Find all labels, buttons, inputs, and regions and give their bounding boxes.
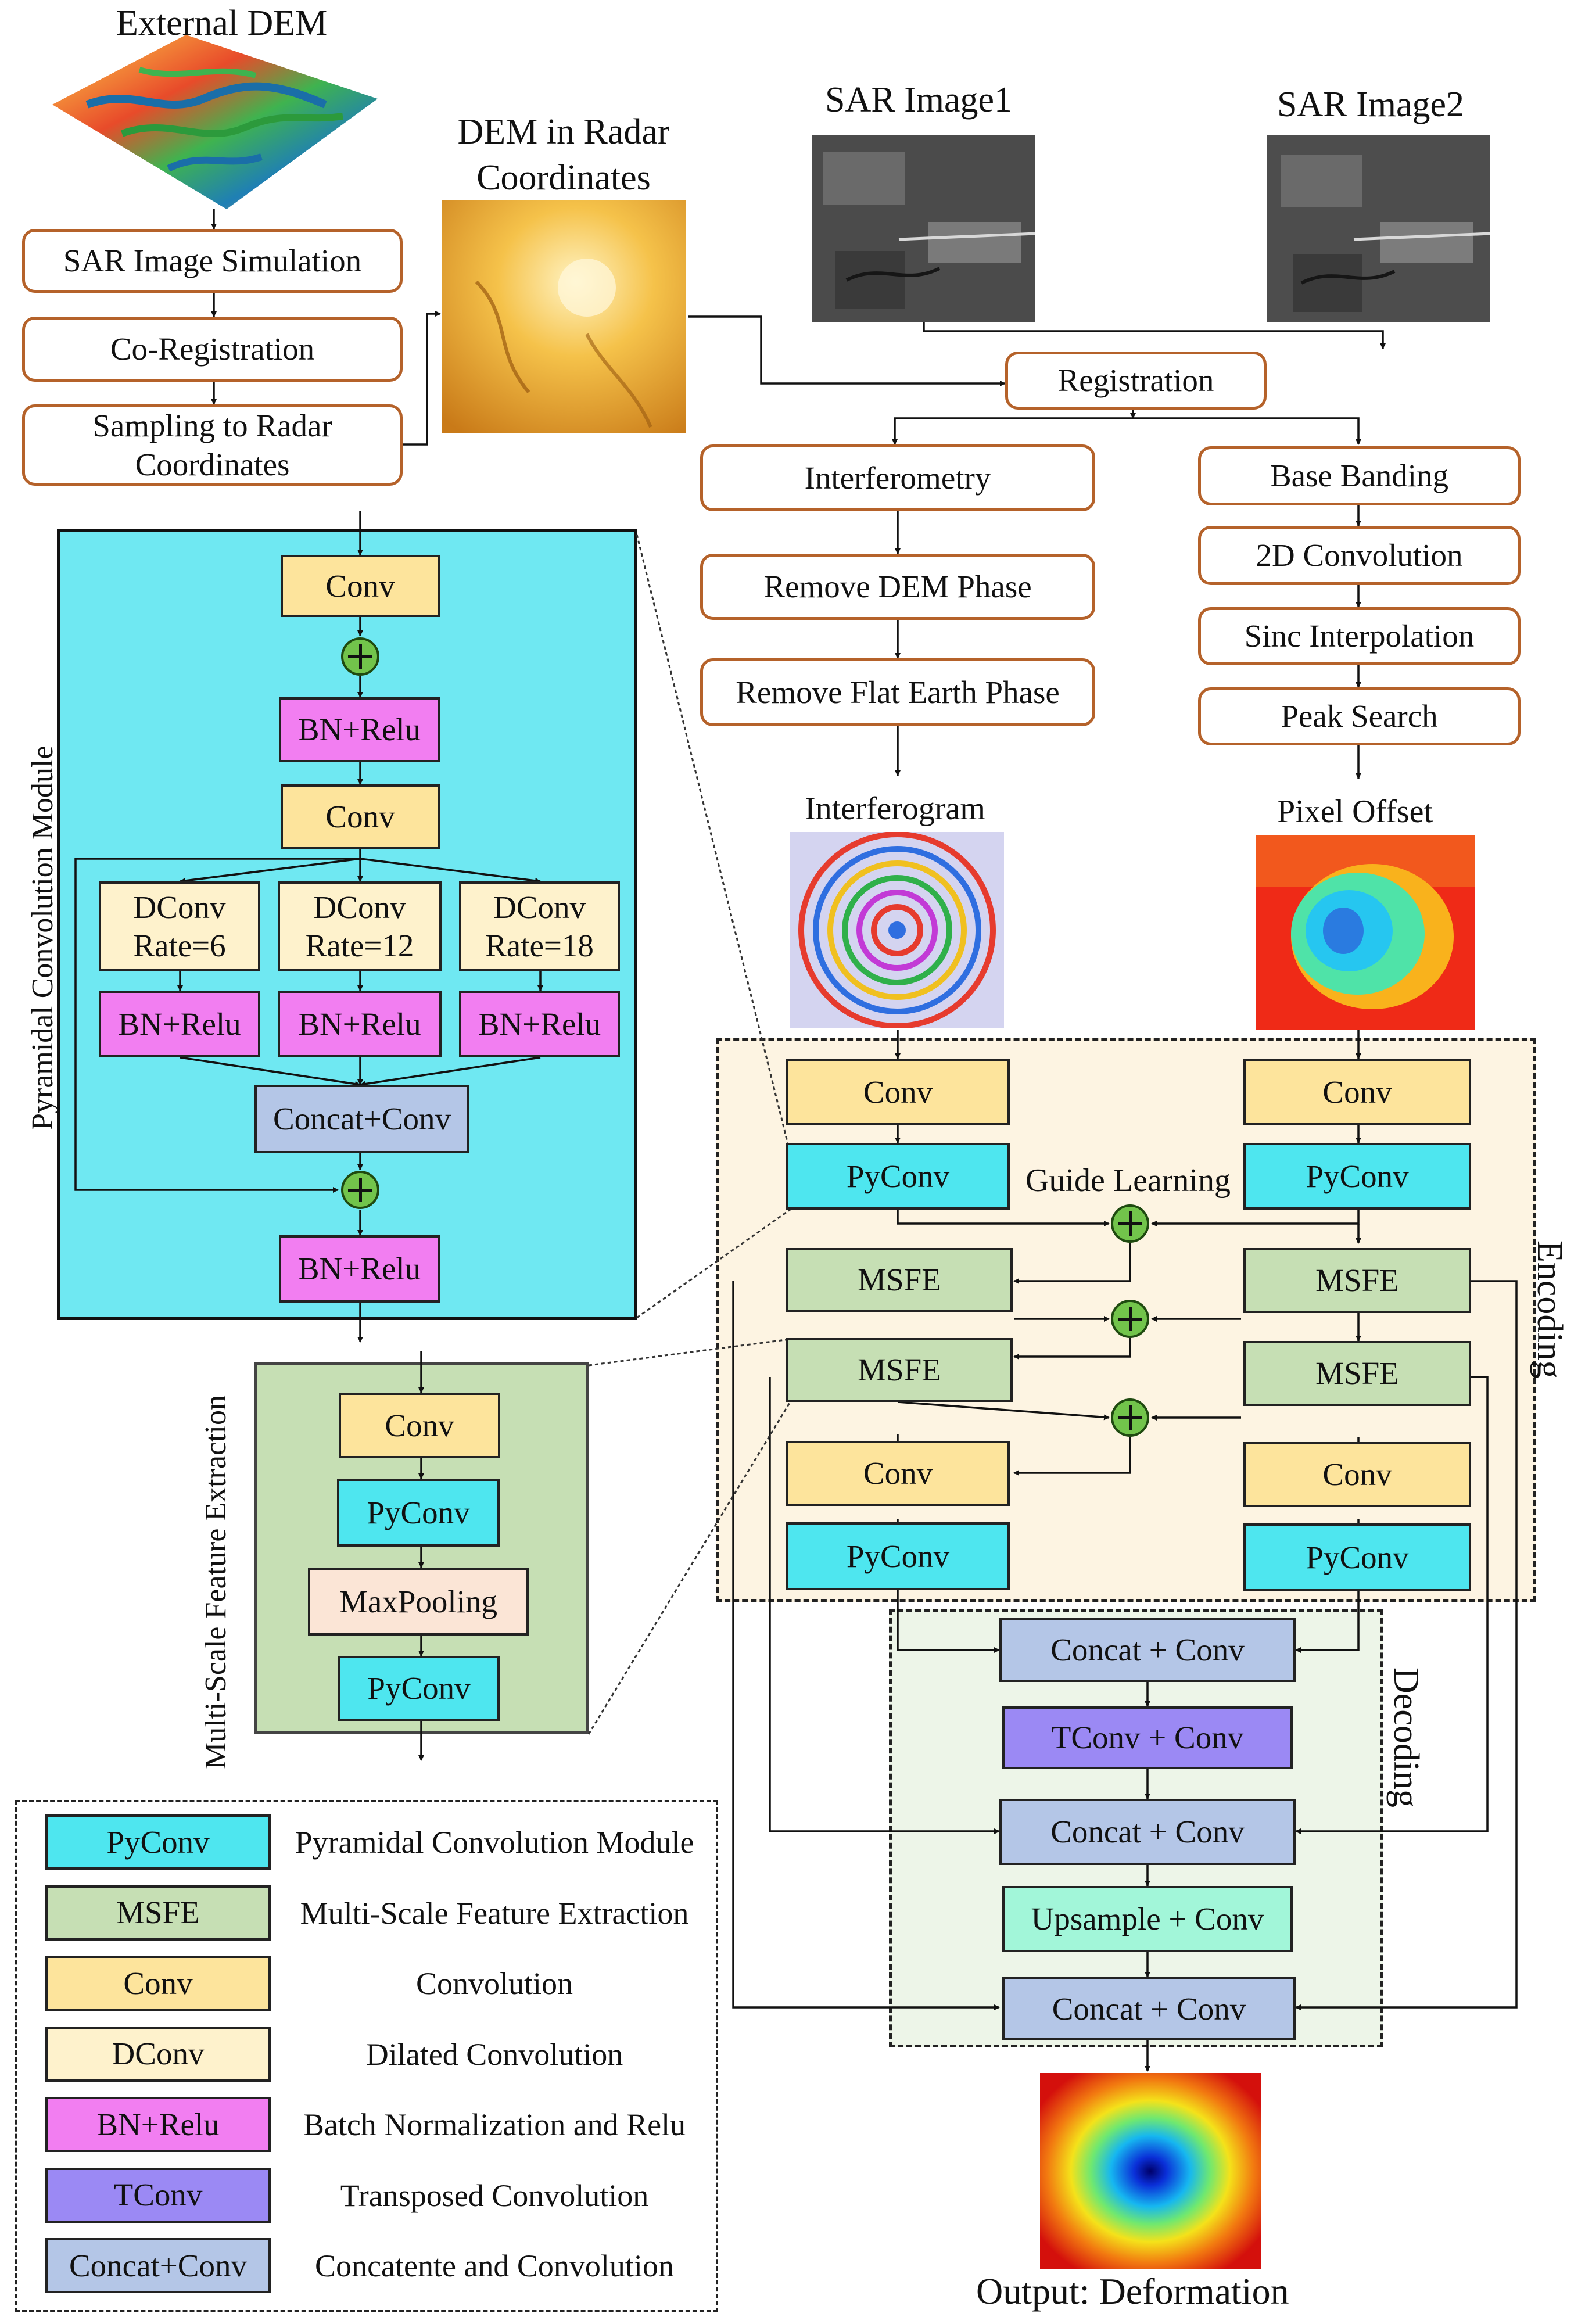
interferometry-box: Interferometry	[700, 444, 1095, 511]
encoding-label: Encoding	[1530, 1240, 1569, 1379]
pyconv-conv-1: Conv	[281, 555, 440, 617]
enc-left-msfe-1: MSFE	[786, 1248, 1013, 1312]
legend-swatch-tconv: TConv	[45, 2167, 271, 2223]
pyconv-bnrelu-out: BN+Relu	[279, 1235, 440, 1303]
enc-right-pyconv-1: PyConv	[1243, 1143, 1471, 1210]
peak-search-box: Peak Search	[1198, 687, 1521, 745]
guide-learning-label: Guide Learning	[1025, 1163, 1231, 1199]
dem-radar-title: DEM in Radar Coordinates	[457, 112, 670, 198]
dec-tconv-conv: TConv + Conv	[1002, 1706, 1293, 1769]
msfe-pyconv-1: PyConv	[337, 1479, 500, 1547]
pixel-offset-image	[1256, 835, 1475, 1030]
decoding-label: Decoding	[1386, 1667, 1426, 1808]
legend-desc-pyconv: Pyramidal Convolution Module	[295, 1825, 694, 1860]
dem-radar-image	[442, 200, 686, 433]
msfe-maxpooling: MaxPooling	[308, 1568, 529, 1636]
msfe-conv: Conv	[339, 1393, 500, 1458]
pyconv-add-1	[341, 637, 379, 676]
dconv-rate-12: DConv Rate=12	[278, 881, 442, 971]
pixel-offset-title: Pixel Offset	[1277, 794, 1433, 830]
pyconv-conv-2: Conv	[281, 784, 440, 849]
pyconv-add-2	[341, 1171, 379, 1209]
dec-concat-conv-1: Concat + Conv	[999, 1618, 1296, 1682]
dec-concat-conv-3: Concat + Conv	[1002, 1977, 1296, 2040]
sar-image-2	[1267, 135, 1490, 322]
enc-left-conv-2: Conv	[786, 1441, 1010, 1506]
sampling-radar-box: Sampling to Radar Coordinates	[22, 404, 403, 486]
external-dem-image	[52, 35, 378, 209]
legend-swatch-bn-relu: BN+Relu	[45, 2097, 271, 2152]
dec-concat-conv-2: Concat + Conv	[999, 1799, 1296, 1865]
legend-desc-conv: Convolution	[415, 1966, 573, 2001]
guide-add-1	[1111, 1204, 1149, 1243]
base-banding-box: Base Banding	[1198, 446, 1521, 505]
output-title: Output: Deformation	[976, 2271, 1289, 2312]
remove-flat-earth-box: Remove Flat Earth Phase	[700, 658, 1095, 726]
bnrelu-branch-3: BN+Relu	[459, 991, 620, 1057]
sar-image2-title: SAR Image2	[1277, 85, 1465, 124]
sar-image-simulation-box: SAR Image Simulation	[22, 229, 403, 293]
registration-box: Registration	[1005, 352, 1267, 410]
remove-dem-phase-box: Remove DEM Phase	[700, 554, 1095, 620]
legend-swatch-conv: Conv	[45, 1956, 271, 2011]
pyconv-module-label: Pyramidal Convolution Module	[26, 745, 59, 1130]
enc-left-msfe-2: MSFE	[786, 1338, 1013, 1402]
enc-left-pyconv-1: PyConv	[786, 1143, 1010, 1210]
sinc-interpolation-box: Sinc Interpolation	[1198, 607, 1521, 665]
enc-left-conv-1: Conv	[786, 1059, 1010, 1125]
dconv-rate-6: DConv Rate=6	[99, 881, 260, 971]
dec-upsample-conv: Upsample + Conv	[1002, 1886, 1293, 1952]
guide-add-3	[1111, 1398, 1149, 1437]
legend-swatch-msfe: MSFE	[45, 1885, 271, 1941]
pyconv-bnrelu-1: BN+Relu	[279, 697, 440, 762]
bnrelu-branch-1: BN+Relu	[99, 991, 260, 1057]
guide-add-2	[1111, 1300, 1149, 1338]
enc-right-pyconv-2: PyConv	[1243, 1523, 1471, 1591]
interferogram-title: Interferogram	[805, 791, 985, 827]
legend-panel	[15, 1800, 718, 2312]
legend-swatch-dconv: DConv	[45, 2026, 271, 2082]
legend-desc-tconv: Transposed Convolution	[340, 2178, 649, 2213]
enc-right-conv-1: Conv	[1243, 1059, 1471, 1125]
2d-convolution-box: 2D Convolution	[1198, 526, 1521, 585]
msfe-module-label: Multi-Scale Feature Extraction	[199, 1394, 232, 1769]
bnrelu-branch-2: BN+Relu	[278, 991, 442, 1057]
legend-desc-concat-conv: Concatente and Convolution	[315, 2248, 674, 2283]
sar-image1-title: SAR Image1	[825, 80, 1013, 120]
external-dem-title: External DEM	[116, 3, 328, 43]
enc-right-conv-2: Conv	[1243, 1442, 1471, 1507]
enc-left-pyconv-2: PyConv	[786, 1522, 1010, 1590]
interferogram-image	[790, 832, 1004, 1028]
sar-image-1	[812, 135, 1035, 322]
legend-swatch-pyconv: PyConv	[45, 1814, 271, 1870]
legend-desc-dconv: Dilated Convolution	[365, 2036, 623, 2072]
msfe-pyconv-2: PyConv	[338, 1656, 500, 1721]
dconv-rate-18: DConv Rate=18	[459, 881, 620, 971]
pyconv-concat-conv: Concat+Conv	[254, 1085, 469, 1153]
enc-right-msfe-2: MSFE	[1243, 1341, 1471, 1406]
enc-right-msfe-1: MSFE	[1243, 1248, 1471, 1313]
co-registration-box: Co-Registration	[22, 317, 403, 382]
legend-swatch-concat-conv: Concat+Conv	[45, 2238, 271, 2293]
legend-desc-msfe: Multi-Scale Feature Extraction	[300, 1895, 689, 1931]
output-deformation-image	[1040, 2073, 1261, 2269]
legend-desc-bn-relu: Batch Normalization and Relu	[303, 2107, 686, 2142]
